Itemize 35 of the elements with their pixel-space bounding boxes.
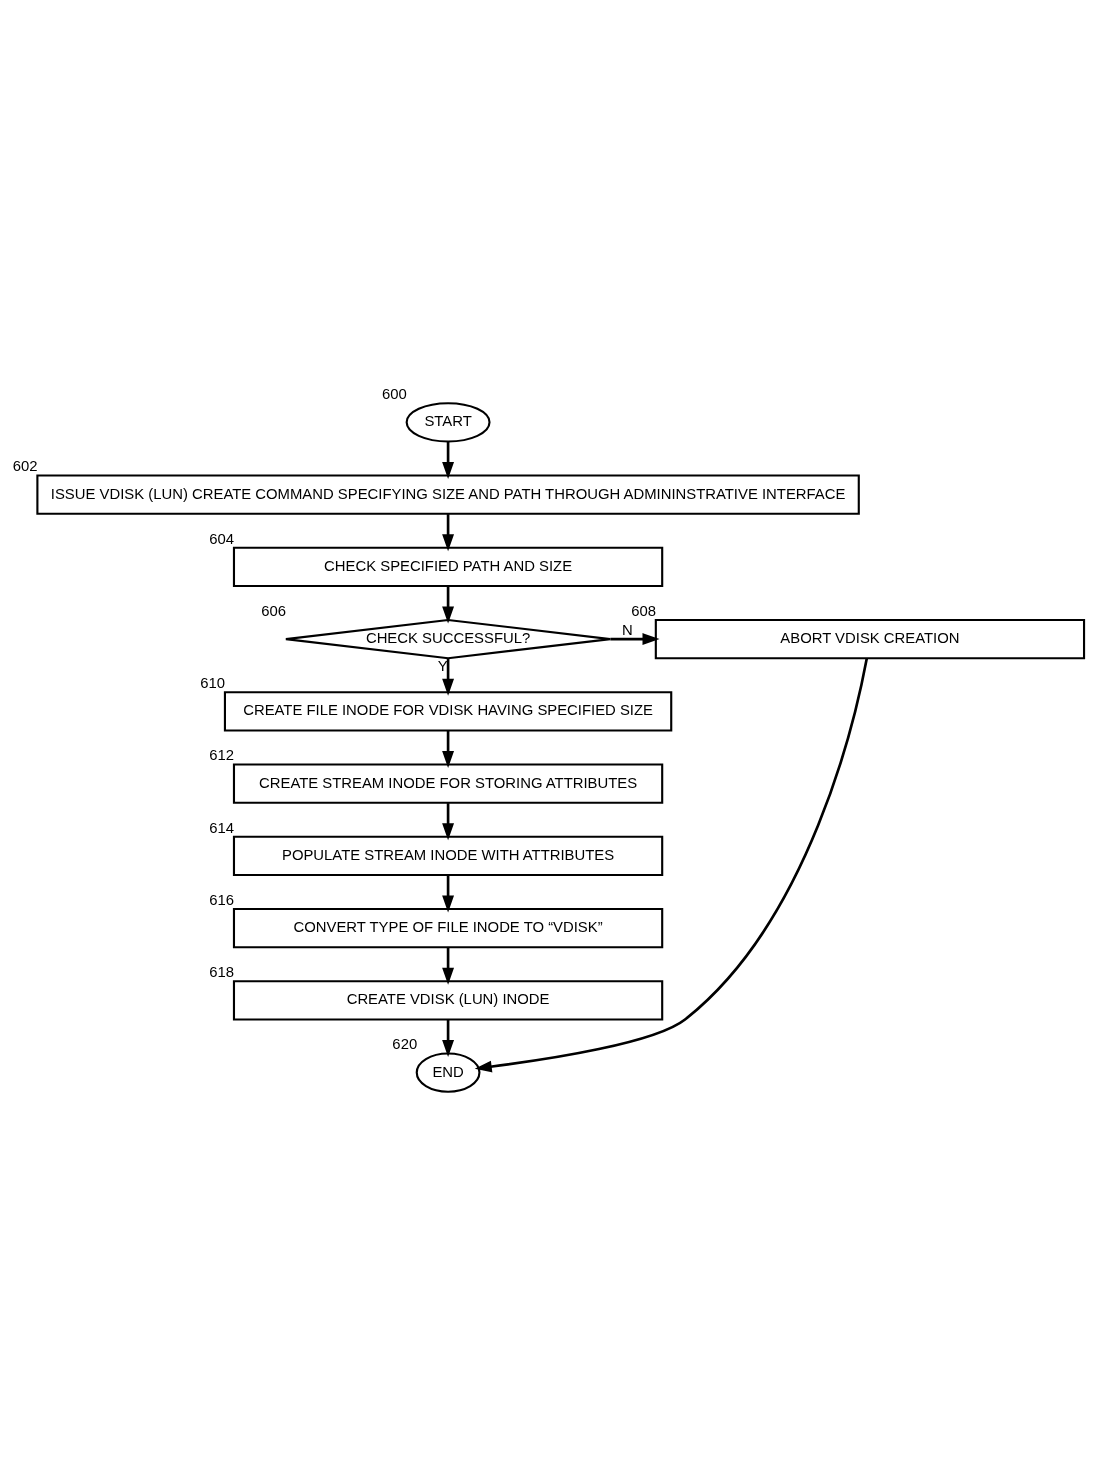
arrow xyxy=(442,947,455,985)
node-label: 602 xyxy=(12,457,38,474)
node-label: 610 xyxy=(200,674,226,691)
arrow xyxy=(442,585,455,623)
arrow xyxy=(442,513,455,551)
arrow xyxy=(442,658,455,696)
node-box: CONVERT TYPE OF FILE INODE TO “VDISK” xyxy=(232,907,664,948)
node-box: ABORT VDISK CREATION xyxy=(654,618,1086,659)
arrow xyxy=(442,874,455,913)
arrow xyxy=(442,441,455,479)
node-label: 600 xyxy=(382,385,407,402)
node-ellipse: END xyxy=(415,1051,481,1093)
node-label: 616 xyxy=(209,891,235,908)
node-box: CREATE FILE INODE FOR VDISK HAVING SPECIFIED SIZE xyxy=(223,690,673,732)
node-label: 614 xyxy=(209,819,235,836)
edge-label: N xyxy=(621,621,633,638)
node-ellipse: START xyxy=(405,401,491,442)
arrow xyxy=(442,802,455,840)
node-label: 620 xyxy=(392,1035,418,1052)
node-label: 604 xyxy=(209,530,235,547)
node-box: CREATE STREAM INODE FOR STORING ATTRIBUTES xyxy=(232,762,664,804)
node-box: CHECK SPECIFIED PATH AND SIZE xyxy=(232,546,664,587)
arrow xyxy=(610,632,660,645)
node-box: POPULATE STREAM INODE WITH ATTRIBUTES xyxy=(232,835,664,876)
arrow xyxy=(474,657,869,1072)
node-label: 618 xyxy=(209,963,235,980)
edge-label: Y xyxy=(437,657,448,674)
node-diamond: CHECK SUCCESSFUL? xyxy=(284,618,612,659)
arrow xyxy=(442,1019,455,1057)
node-box: CREATE VDISK (LUN) INODE xyxy=(232,979,664,1021)
node-label: 608 xyxy=(631,602,656,619)
node-label: 606 xyxy=(261,602,287,619)
node-box: ISSUE VDISK (LUN) CREATE COMMAND SPECIFYING SIZE AND PATH THROUGH ADMININSTRATIVE INTERFACE xyxy=(36,473,860,515)
node-label: 612 xyxy=(209,746,235,763)
arrow xyxy=(442,730,455,768)
